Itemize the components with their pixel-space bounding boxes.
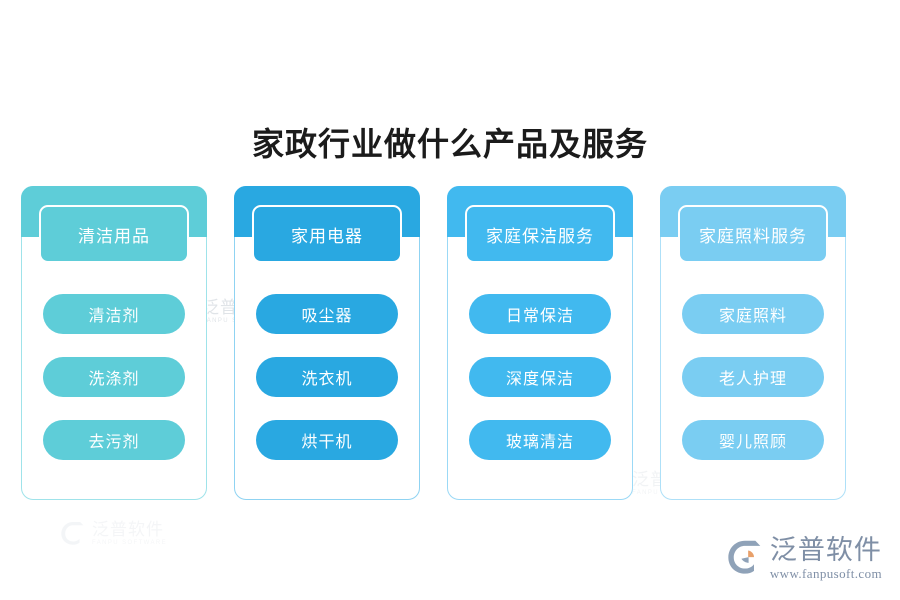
- list-item[interactable]: 婴儿照顾: [682, 420, 824, 460]
- card-item-list: 吸尘器 洗衣机 烘干机: [234, 294, 420, 460]
- list-item[interactable]: 去污剂: [43, 420, 185, 460]
- list-item[interactable]: 洗涤剂: [43, 357, 185, 397]
- card-title-cleaning-supplies: 清洁用品: [39, 205, 189, 263]
- list-item[interactable]: 深度保洁: [469, 357, 611, 397]
- card-title-home-appliances: 家用电器: [252, 205, 402, 263]
- watermark-name: 泛普软件: [92, 519, 164, 539]
- list-item[interactable]: 玻璃清洁: [469, 420, 611, 460]
- list-item[interactable]: 老人护理: [682, 357, 824, 397]
- list-item[interactable]: 日常保洁: [469, 294, 611, 334]
- brand-url: www.fanpusoft.com: [769, 566, 882, 581]
- card-item-list: 清洁剂 洗涤剂 去污剂: [21, 294, 207, 460]
- fanpu-logo-icon: [61, 521, 84, 545]
- brand-texts: 泛普软件 www.fanpusoft.com: [769, 534, 882, 582]
- category-card-row: 清洁用品 清洁剂 洗涤剂 去污剂 家用电器 吸尘器 洗衣机 烘干机 家庭保洁服务: [21, 186, 881, 502]
- card-item-list: 日常保洁 深度保洁 玻璃清洁: [447, 294, 633, 460]
- category-card-cleaning-supplies[interactable]: 清洁用品 清洁剂 洗涤剂 去污剂: [21, 186, 207, 500]
- list-item[interactable]: 烘干机: [256, 420, 398, 460]
- category-card-home-care-service[interactable]: 家庭照料服务 家庭照料 老人护理 婴儿照顾: [660, 186, 846, 500]
- watermark: 泛普软件 FANPU SOFTWARE: [60, 520, 167, 546]
- list-item[interactable]: 洗衣机: [256, 357, 398, 397]
- list-item[interactable]: 吸尘器: [256, 294, 398, 334]
- watermark-texts: 泛普软件 FANPU SOFTWARE: [92, 521, 167, 546]
- category-card-home-cleaning-service[interactable]: 家庭保洁服务 日常保洁 深度保洁 玻璃清洁: [447, 186, 633, 500]
- fanpu-logo-icon: [728, 540, 761, 574]
- brand-logo[interactable]: 泛普软件 www.fanpusoft.com: [727, 534, 882, 582]
- card-title-home-cleaning-service: 家庭保洁服务: [465, 205, 615, 263]
- page-title: 家政行业做什么产品及服务: [251, 126, 648, 163]
- category-card-home-appliances[interactable]: 家用电器 吸尘器 洗衣机 烘干机: [234, 186, 420, 500]
- list-item[interactable]: 清洁剂: [43, 294, 185, 334]
- card-item-list: 家庭照料 老人护理 婴儿照顾: [660, 294, 846, 460]
- list-item[interactable]: 家庭照料: [682, 294, 824, 334]
- card-title-home-care-service: 家庭照料服务: [678, 205, 828, 263]
- watermark-en: FANPU SOFTWARE: [92, 539, 168, 546]
- brand-name: 泛普软件: [769, 534, 882, 565]
